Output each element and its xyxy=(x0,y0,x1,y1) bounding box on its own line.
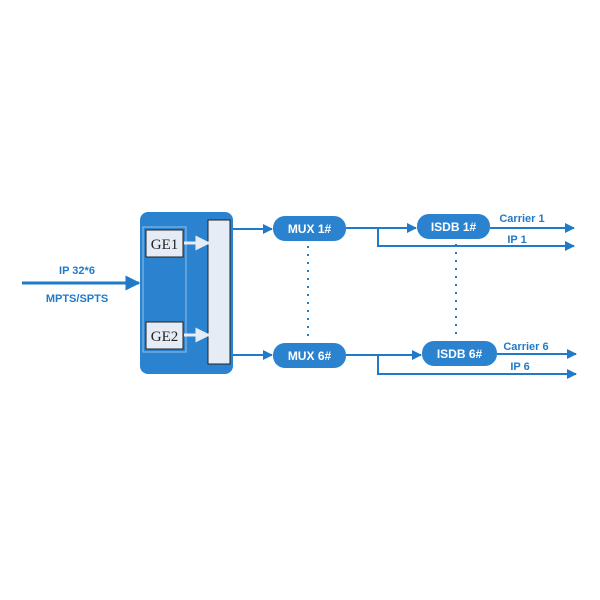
mux-1 xyxy=(273,216,346,241)
switch-panel xyxy=(207,219,231,365)
ip1-line xyxy=(377,228,575,251)
isdb-1 xyxy=(417,214,490,239)
port-ge1-label: GE1 xyxy=(151,237,179,253)
mux-1-label: MUX 1# xyxy=(288,222,332,236)
input-label-top: IP 32*6 xyxy=(59,265,95,277)
port-group-frame xyxy=(142,226,187,353)
ip1-label: IP 1 xyxy=(507,234,526,246)
port-ge1 xyxy=(145,229,184,258)
isdb-1-label: ISDB 1# xyxy=(431,220,477,234)
port-ge2 xyxy=(145,321,184,350)
mux-6 xyxy=(273,343,346,368)
port-ge2-label: GE2 xyxy=(151,329,179,345)
isdb-6-label: ISDB 6# xyxy=(437,347,483,361)
mux-6-label: MUX 6# xyxy=(288,349,332,363)
isdb-6 xyxy=(422,341,497,366)
ip6-label: IP 6 xyxy=(510,361,529,373)
carrier6-label: Carrier 6 xyxy=(503,341,548,353)
carrier1-label: Carrier 1 xyxy=(499,213,544,225)
ip6-line xyxy=(377,355,577,379)
input-label-bottom: MPTS/SPTS xyxy=(46,293,108,305)
